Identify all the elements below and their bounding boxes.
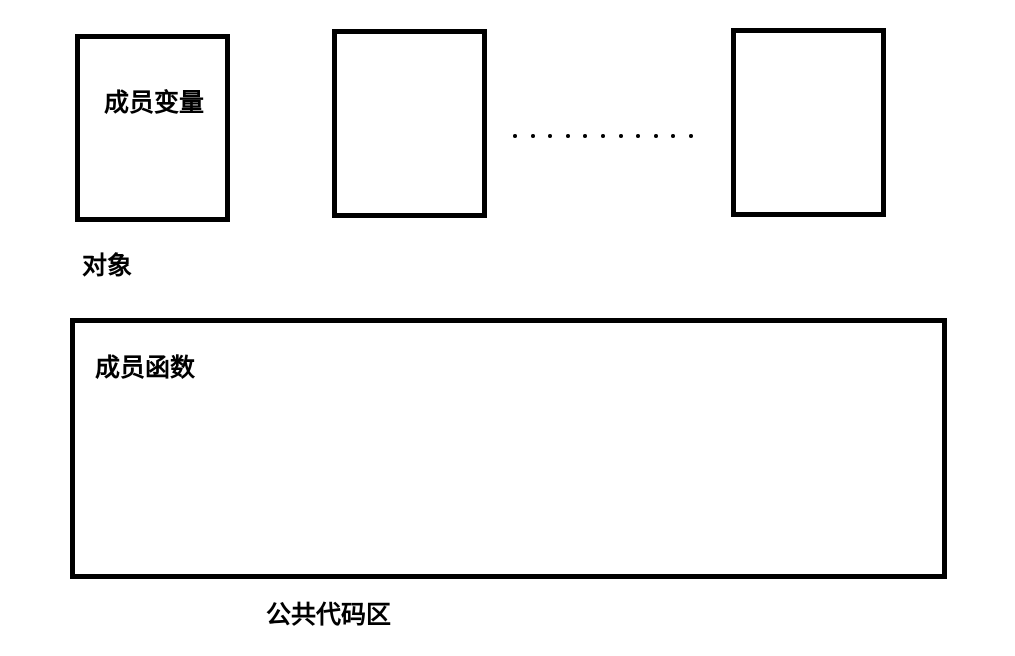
object-caption: 对象 — [82, 251, 133, 280]
ellipsis-dot — [513, 134, 517, 138]
ellipsis-dot — [548, 134, 553, 138]
ellipsis-dot — [688, 134, 693, 138]
common-code-area-caption: 公共代码区 — [266, 600, 392, 629]
ellipsis-dot — [636, 134, 641, 138]
object-box-2 — [332, 29, 487, 218]
member-variable-label: 成员变量 — [104, 88, 205, 117]
ellipsis-dot — [565, 134, 570, 138]
member-function-label: 成员函数 — [95, 353, 196, 382]
object-box-1 — [75, 34, 230, 222]
ellipsis-dot — [618, 134, 623, 138]
ellipsis-dot — [530, 134, 535, 138]
ellipsis-dot — [653, 134, 658, 138]
ellipsis-dot — [600, 134, 605, 138]
ellipsis-dots — [513, 126, 693, 146]
object-box-3 — [731, 28, 886, 217]
ellipsis-dot — [583, 134, 588, 138]
ellipsis-dot — [671, 134, 676, 138]
common-code-area-box — [70, 318, 947, 579]
